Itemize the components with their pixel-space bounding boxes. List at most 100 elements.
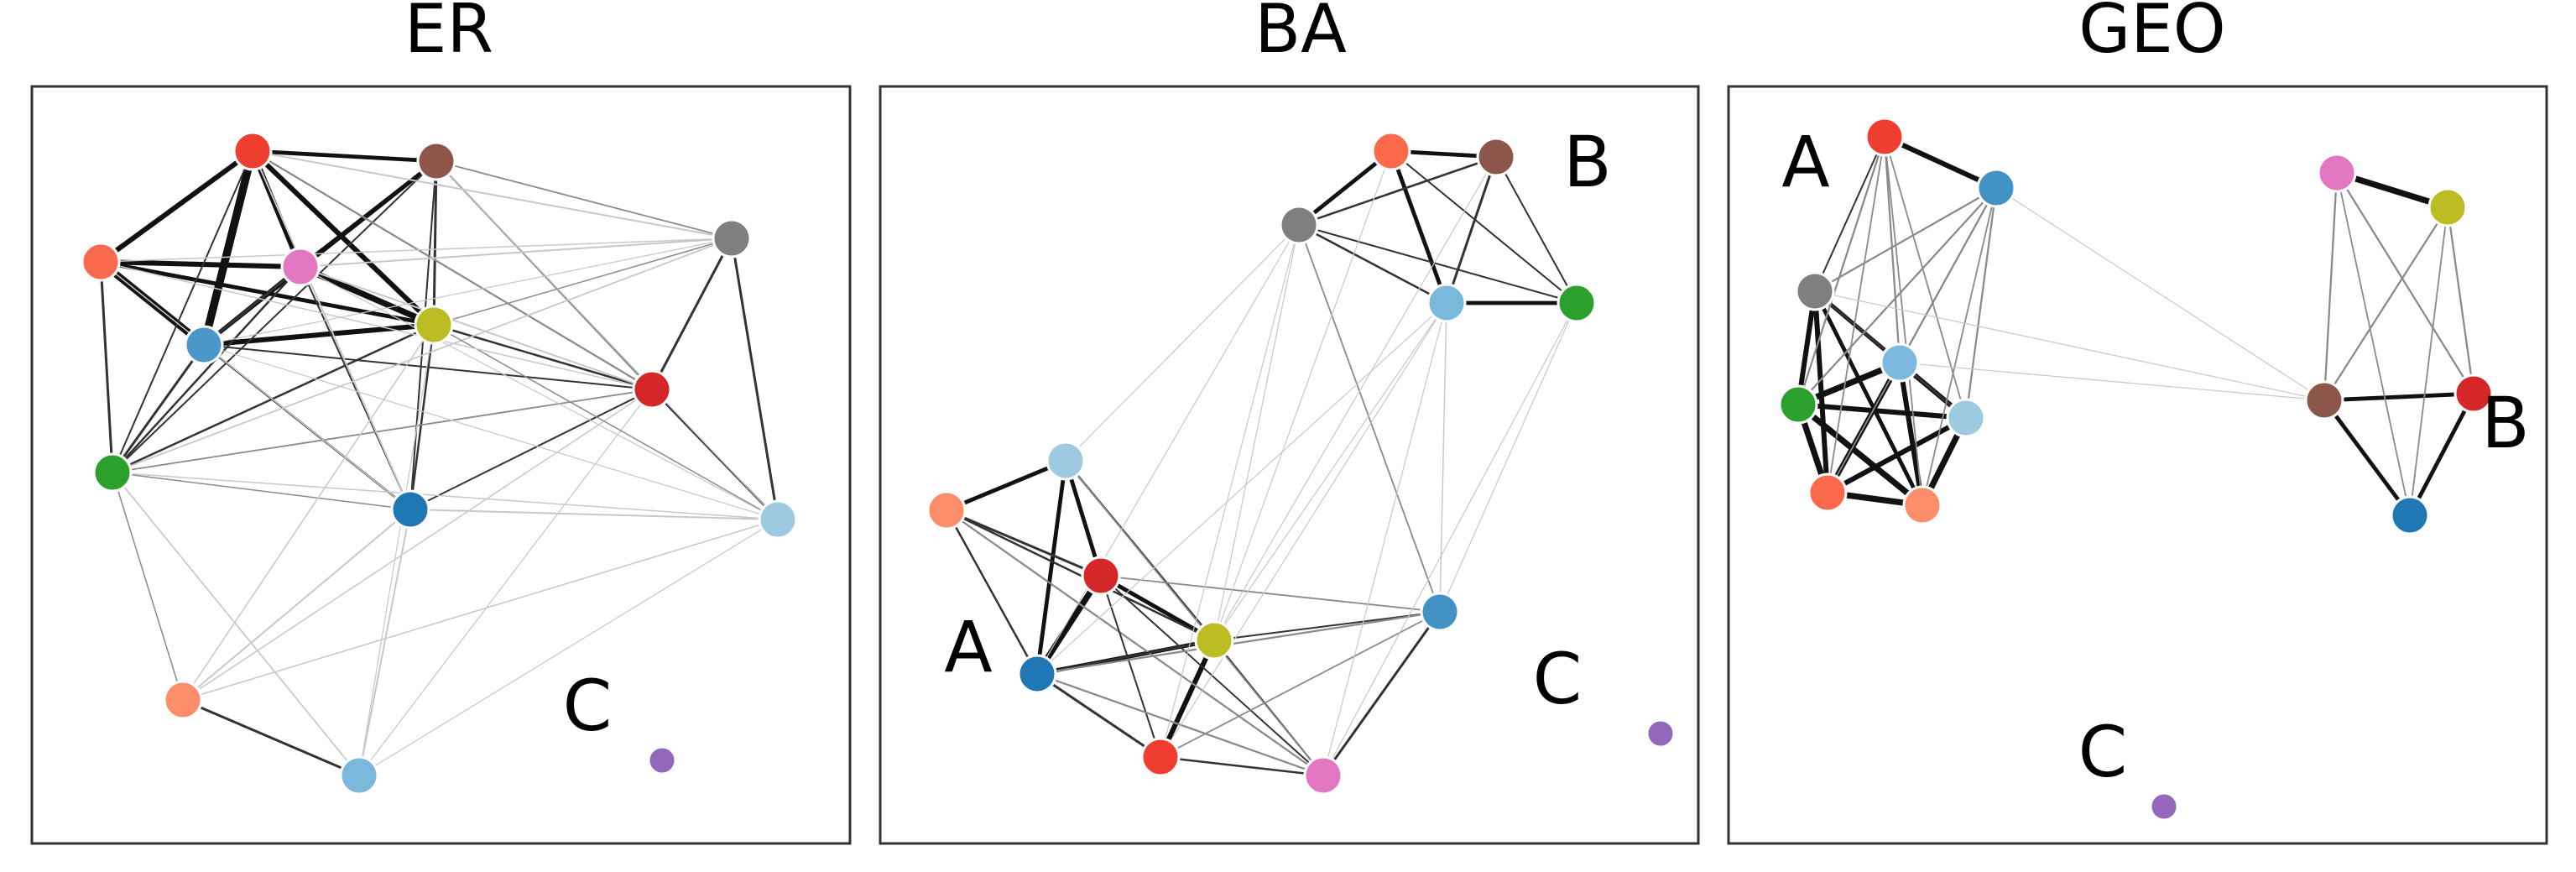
- edge-gray-red2: [650, 237, 733, 391]
- edge-orange-green: [1390, 150, 1577, 304]
- edge-blue_mid-lightblue: [1439, 302, 1447, 613]
- node-brown: [2304, 380, 2344, 420]
- edges: [944, 149, 1579, 777]
- edge-red1-green: [112, 150, 253, 473]
- node-green: [1557, 283, 1597, 323]
- edge-brown-lightblue: [1445, 155, 1498, 305]
- edge-brown-olive: [432, 159, 438, 326]
- edge-blue_mid-pink: [1322, 610, 1442, 777]
- edge-lightblue-red1: [1160, 302, 1447, 758]
- panel-geo: GEO A B C: [1727, 0, 2548, 845]
- edge-olive-lightblue: [433, 324, 779, 520]
- edge-red1-brown: [250, 149, 439, 164]
- edge-orange-pink: [98, 259, 303, 269]
- edge-blue_dark-lightblue: [409, 509, 779, 520]
- node-red2: [632, 369, 672, 410]
- edge-blue_mid-gray: [1813, 186, 1998, 293]
- panel-er: ERC: [30, 0, 852, 845]
- edge-salmon-blue_dark: [945, 509, 1039, 676]
- edge-lightblue-blue_dark: [1036, 302, 1447, 675]
- edges: [1795, 134, 2476, 518]
- edge-gray-blue_dark: [1036, 224, 1300, 675]
- edge-pink-gray: [300, 238, 733, 268]
- edge-gray-lightblue: [1297, 223, 1448, 305]
- node-lightblue: [758, 499, 798, 540]
- edge-blue_mid-green: [1439, 302, 1577, 613]
- panel-title: GEO: [2078, 0, 2226, 68]
- edge-salmon-red2: [182, 389, 653, 701]
- cluster-label-c: C: [1533, 638, 1583, 720]
- edge-orange-olive: [1213, 150, 1392, 641]
- edge-lightblue2-red2: [1063, 458, 1103, 578]
- node-lightblue2: [1046, 441, 1086, 481]
- edge-red2-red1: [1100, 575, 1161, 758]
- edge-lightblue2-lightblue: [358, 519, 779, 776]
- node-lightblue2: [339, 755, 379, 796]
- node-purple: [647, 745, 677, 775]
- edge-olive-gray: [433, 238, 733, 326]
- node-red2: [2453, 373, 2494, 414]
- edge-blue_mid-green: [1796, 186, 1998, 406]
- node-lightblue: [1880, 342, 1920, 383]
- edge-red1-salmon: [1884, 136, 1923, 506]
- edge-blue_dark-olive: [1035, 639, 1216, 676]
- edge-lightblue2-red2: [358, 389, 653, 776]
- cluster-label-a: A: [1781, 121, 1829, 203]
- panel-title: ER: [404, 0, 493, 68]
- panel-frame: [1727, 85, 2548, 845]
- edge-salmon-lightblue2: [181, 698, 361, 777]
- edge-blue_dark-pink: [1035, 672, 1325, 777]
- edge-brown-red2: [2322, 391, 2476, 403]
- edge-red1-blue_dark: [252, 150, 411, 510]
- node-red1: [1864, 117, 1905, 157]
- nodes: [1778, 117, 2494, 822]
- edge-brown-green: [112, 160, 437, 473]
- cluster-label-c: C: [2078, 711, 2128, 793]
- edge-blue_mid-olive: [201, 322, 436, 347]
- edge-brown-gray: [435, 160, 733, 239]
- node-green: [1778, 384, 1818, 425]
- node-red1: [232, 131, 273, 171]
- edge-blue_mid-green: [111, 343, 206, 474]
- edge-pink-olive: [297, 264, 437, 328]
- edge-orange-gray: [100, 238, 733, 263]
- edge-brown-olive: [1213, 156, 1497, 641]
- edge-lightblue-brown: [1899, 362, 2325, 401]
- edge-lightblue2-olive: [358, 324, 435, 776]
- edge-blue_mid-brown: [1995, 187, 2325, 401]
- node-orange: [1371, 131, 1411, 171]
- panel-frame: [879, 85, 1700, 845]
- node-purple: [1645, 718, 1676, 749]
- edge-pink-red2: [300, 266, 653, 390]
- edge-blue_dark-red1: [1035, 672, 1162, 759]
- edge-olive-brown: [2323, 206, 2449, 402]
- node-blue_mid: [1976, 168, 2016, 208]
- node-red2: [1081, 556, 1121, 596]
- nodes: [81, 131, 798, 796]
- edge-pink-red2: [2335, 171, 2475, 395]
- cluster-label-b: B: [1563, 121, 1612, 203]
- cluster-label-b: B: [2481, 382, 2530, 464]
- edge-pink-blue_dark: [2336, 172, 2411, 516]
- edge-blue_mid-red2: [1100, 575, 1441, 613]
- edge-brown-green: [1495, 156, 1577, 304]
- edge-green-salmon: [1795, 401, 1926, 509]
- edge-gray-olive: [1213, 224, 1300, 641]
- node-gray: [712, 218, 752, 258]
- edge-pink-brown: [2323, 171, 2339, 402]
- edge-red1-blue_mid: [200, 147, 257, 349]
- node-brown: [416, 141, 456, 181]
- edge-red1-red2: [251, 149, 654, 391]
- edge-salmon-olive: [945, 509, 1216, 642]
- edge-red1-orange: [98, 149, 255, 264]
- edge-olive-blue_dark: [409, 323, 435, 511]
- edge-lightblue-olive: [1213, 302, 1447, 641]
- node-gray: [1795, 271, 1835, 311]
- edge-olive-blue_dark: [2409, 206, 2448, 516]
- node-blue_dark: [390, 489, 430, 530]
- edge-green-gray: [112, 238, 733, 473]
- edge-red1-green: [1796, 135, 1886, 406]
- node-olive: [1194, 620, 1234, 661]
